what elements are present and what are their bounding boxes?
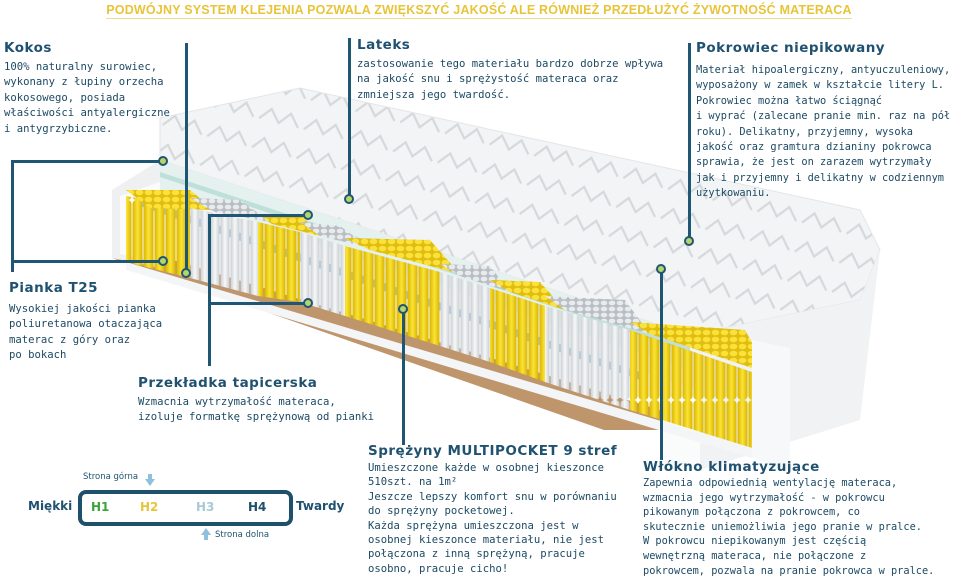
sprezyny-connector-line xyxy=(402,310,405,445)
pokrowiec-marker-dot xyxy=(684,236,694,246)
hardness-h3: H3 xyxy=(196,500,215,514)
lateks-title: Lateks xyxy=(357,37,411,53)
lateks-text: zastosowanie tego materiału bardzo dobrz… xyxy=(357,58,664,101)
pokrowiec-title: Pokrowiec niepikowany xyxy=(696,40,886,56)
wlokno-title: Włókno klimatyzujące xyxy=(643,459,820,475)
hardness-box xyxy=(78,490,293,526)
bottom-side-label: Strona dolna xyxy=(215,530,270,540)
top-side-label: Strona górna xyxy=(83,472,139,482)
callout-przekladka: Przekładka tapicerska Wzmacnia wytrzymał… xyxy=(138,375,388,426)
kokos-marker-dot xyxy=(181,268,191,278)
top-banner: PODWÓJNY SYSTEM KLEJENIA POZWALA ZWIĘKSZ… xyxy=(0,3,958,19)
pokrowiec-connector-line xyxy=(688,43,691,240)
callout-wlokno: Włókno klimatyzujące Zapewnia odpowiedni… xyxy=(643,459,958,576)
pianka-marker-dot-top xyxy=(158,156,168,166)
pianka-connector-top xyxy=(11,160,164,163)
lateks-connector-line xyxy=(348,38,351,198)
callout-kokos: Kokos 100% naturalny surowiec, wykonany … xyxy=(4,40,182,137)
przekladka-marker-dot-bottom xyxy=(303,298,313,308)
sprezyny-title: Sprężyny MULTIPOCKET 9 stref xyxy=(368,443,618,459)
wlokno-connector-line xyxy=(660,270,663,460)
hardness-h1: H1 xyxy=(91,500,110,514)
callout-pianka: Pianka T25 Wysokiej jakości pianka poliu… xyxy=(9,280,199,364)
wlokno-marker-dot xyxy=(656,264,666,274)
przekladka-title: Przekładka tapicerska xyxy=(138,375,318,391)
pianka-text: Wysokiej jakości pianka poliuretanowa ot… xyxy=(9,303,163,362)
pianka-connector-bottom xyxy=(11,260,164,263)
banner-text: PODWÓJNY SYSTEM KLEJENIA POZWALA ZWIĘKSZ… xyxy=(106,3,852,19)
pianka-marker-dot-bottom xyxy=(158,256,168,266)
callout-sprezyny: Sprężyny MULTIPOCKET 9 stref Umieszczone… xyxy=(368,443,638,576)
lateks-marker-dot xyxy=(344,194,354,204)
wlokno-text: Zapewnia odpowiednią wentylację materaca… xyxy=(643,477,935,576)
przekladka-connector-bottom xyxy=(208,302,308,305)
pokrowiec-text: Materiał hipoalergiczny, antyuczuleniowy… xyxy=(696,64,951,200)
callout-lateks: Lateks zastosowanie tego materiału bardz… xyxy=(357,37,687,103)
pianka-connector-vertical xyxy=(11,160,14,272)
hardness-scale: Strona górna Miękki H1 H2 H3 H4 Twardy S… xyxy=(28,472,348,547)
callout-pokrowiec: Pokrowiec niepikowany Materiał hipoalerg… xyxy=(696,40,958,202)
przekladka-marker-dot-top xyxy=(303,210,313,220)
sprezyny-marker-dot xyxy=(398,304,408,314)
hardness-h4: H4 xyxy=(248,500,267,514)
kokos-text: 100% naturalny surowiec, wykonany z łupi… xyxy=(4,61,170,135)
arrow-down-icon xyxy=(145,474,155,486)
przekladka-connector-top xyxy=(208,214,308,217)
kokos-connector-line xyxy=(185,43,188,271)
hard-label: Twardy xyxy=(296,499,345,513)
pianka-title: Pianka T25 xyxy=(9,280,99,296)
soft-label: Miękki xyxy=(28,499,73,513)
hardness-h2: H2 xyxy=(140,500,159,514)
przekladka-text: Wzmacnia wytrzymałość materaca, izoluje … xyxy=(138,396,374,424)
arrow-up-icon xyxy=(201,528,211,540)
przekladka-connector-vertical xyxy=(208,214,211,366)
sprezyny-text: Umieszczone każde w osobnej kieszonce 51… xyxy=(368,462,617,575)
kokos-title: Kokos xyxy=(4,40,52,56)
